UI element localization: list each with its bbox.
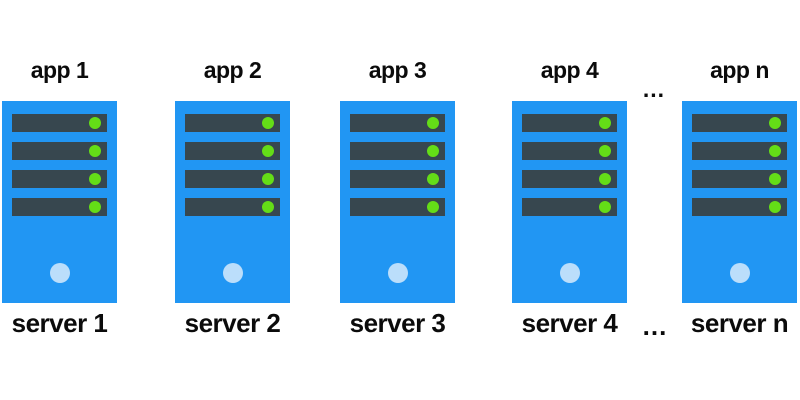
drive-slot [692, 198, 787, 216]
server-column: app 3 server 3 [340, 0, 455, 400]
drive-slot [350, 170, 445, 188]
power-button-icon [559, 263, 580, 283]
power-button-icon [387, 263, 408, 283]
drive-slot [522, 142, 617, 160]
server-label: server 4 [521, 308, 618, 338]
led-icon [599, 145, 611, 157]
app-label: app 4 [540, 57, 599, 83]
led-icon [599, 117, 611, 129]
drive-slot [185, 142, 280, 160]
led-icon [262, 145, 274, 157]
led-icon [769, 201, 781, 213]
drive-slot [522, 170, 617, 188]
led-icon [262, 117, 274, 129]
drive-slot [350, 142, 445, 160]
led-icon [769, 173, 781, 185]
drive-slot [12, 114, 107, 132]
server-label: server 1 [11, 308, 108, 338]
led-icon [262, 173, 274, 185]
ellipsis-bottom: ... [642, 311, 668, 341]
led-icon [427, 201, 439, 213]
led-icon [599, 201, 611, 213]
server-tower [512, 101, 627, 303]
server-column: app 1 server 1 [2, 0, 117, 400]
server-label: server n [690, 308, 789, 338]
drive-slot [185, 198, 280, 216]
led-icon [89, 201, 101, 213]
drive-slot [350, 198, 445, 216]
server-tower [340, 101, 455, 303]
led-icon [427, 117, 439, 129]
app-label: app 3 [368, 57, 427, 83]
led-icon [769, 117, 781, 129]
drive-slot [692, 142, 787, 160]
led-icon [89, 145, 101, 157]
led-icon [599, 173, 611, 185]
app-label: app 1 [30, 57, 89, 83]
drive-slot [12, 142, 107, 160]
led-icon [89, 173, 101, 185]
drive-slot [185, 114, 280, 132]
power-button-icon [49, 263, 70, 283]
drive-slot [692, 170, 787, 188]
led-icon [769, 145, 781, 157]
led-icon [89, 117, 101, 129]
drive-slot [12, 170, 107, 188]
server-tower [2, 101, 117, 303]
server-column: app n server n [682, 0, 797, 400]
drive-slot [350, 114, 445, 132]
led-icon [262, 201, 274, 213]
led-icon [427, 173, 439, 185]
ellipsis-top: ... [642, 76, 666, 102]
server-tower [175, 101, 290, 303]
server-label: server 3 [349, 308, 446, 338]
app-label: app 2 [203, 57, 262, 83]
app-label: app n [710, 57, 769, 83]
power-button-icon [729, 263, 750, 283]
server-column: app 4 server 4 [512, 0, 627, 400]
led-icon [427, 145, 439, 157]
drive-slot [185, 170, 280, 188]
server-label: server 2 [184, 308, 281, 338]
server-tower [682, 101, 797, 303]
drive-slot [692, 114, 787, 132]
server-column: app 2 server 2 [175, 0, 290, 400]
drive-slot [12, 198, 107, 216]
power-button-icon [222, 263, 243, 283]
drive-slot [522, 198, 617, 216]
drive-slot [522, 114, 617, 132]
